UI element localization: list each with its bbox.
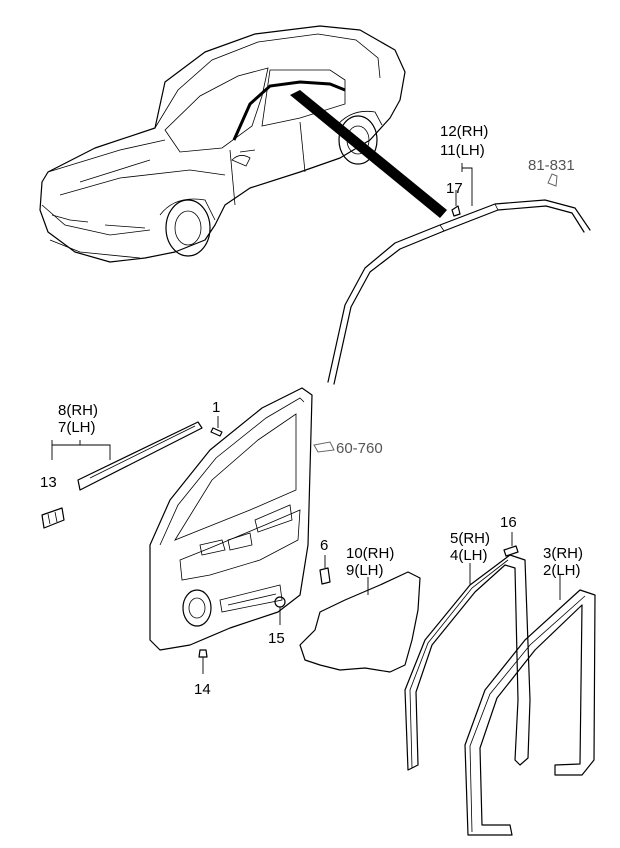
clip-17 [451, 205, 461, 217]
car-illustration [39, 25, 447, 263]
callout-7: 7(LH) [58, 419, 96, 436]
callout-16: 16 [500, 514, 517, 531]
sealing-sheet [299, 571, 421, 673]
callout-3: 3(RH) [543, 545, 583, 562]
leader-11-12 [461, 163, 473, 206]
door-weatherstrip [404, 554, 531, 771]
callout-5: 5(RH) [450, 530, 490, 547]
callout-2: 2(LH) [543, 562, 581, 579]
callout-4: 4(LH) [450, 547, 488, 564]
callout-15: 15 [268, 630, 285, 647]
callout-12: 12(RH) [440, 123, 488, 140]
roof-molding-ref-icon [547, 173, 558, 187]
leader-7-8 [51, 440, 111, 460]
front-door [149, 387, 313, 651]
ref-81-831: 81-831 [528, 157, 575, 174]
callout-10: 10(RH) [346, 545, 394, 562]
part-15 [274, 596, 286, 625]
callout-1: 1 [212, 399, 220, 416]
roof-molding [327, 199, 591, 385]
part-6 [319, 555, 331, 585]
screw-1 [210, 416, 223, 437]
callout-13: 13 [40, 474, 57, 491]
clip-13 [41, 507, 65, 529]
ref-60-760: 60-760 [336, 440, 383, 457]
callout-6: 6 [320, 537, 328, 554]
callout-8: 8(RH) [58, 402, 98, 419]
part-14 [198, 649, 208, 674]
door-molding [77, 421, 203, 491]
callout-14: 14 [194, 681, 211, 698]
callout-9: 9(LH) [346, 562, 384, 579]
part-16 [503, 532, 519, 557]
body-weatherstrip [464, 589, 596, 836]
callout-11: 11(LH) [440, 142, 485, 159]
callout-17: 17 [446, 180, 463, 197]
door-trim-ref-icon [313, 441, 335, 453]
